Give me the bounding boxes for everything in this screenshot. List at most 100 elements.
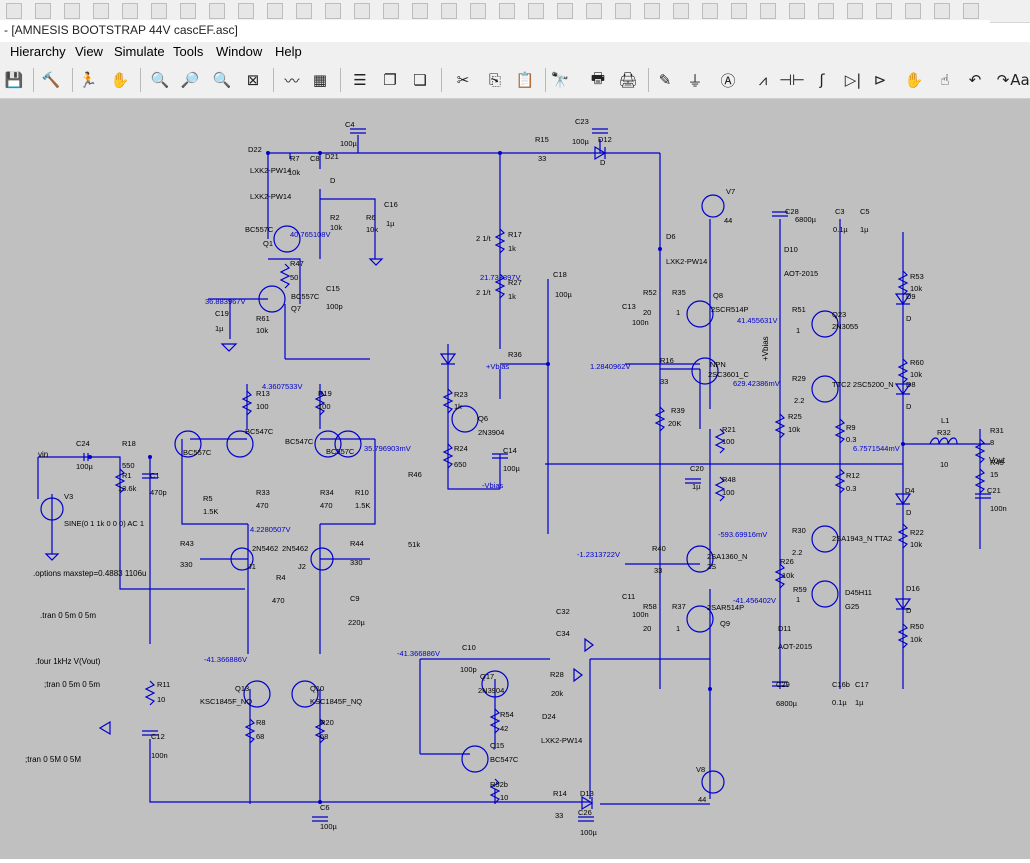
menu-hierarchy[interactable]: Hierarchy: [10, 44, 66, 59]
background-toolbar-button: [354, 3, 370, 19]
schematic-canvas[interactable]: C4 100µ R15 33 C23 100µ D12 D D22 LXK2-P…: [0, 99, 1030, 859]
label-q3: BC557C: [183, 448, 212, 457]
background-toolbar-button: [151, 3, 167, 19]
save-icon[interactable]: 💾: [4, 71, 24, 89]
label-r47-val: 50: [290, 273, 298, 282]
label-q9: Q9: [720, 619, 730, 628]
zoom-in-icon[interactable]: 🔍: [150, 71, 170, 89]
menu-help[interactable]: Help: [275, 44, 302, 59]
background-toolbar-button: [615, 3, 631, 19]
label-r48: R48: [722, 475, 736, 484]
label-c34: C34: [556, 629, 570, 638]
wire-icon[interactable]: ✎: [658, 71, 672, 89]
background-toolbar-button: [586, 3, 602, 19]
label-c13-val: 100n: [632, 318, 649, 327]
ground-icon[interactable]: ⏚: [687, 71, 703, 90]
label-q17-model: 2N3904: [478, 686, 504, 695]
background-toolbar-button: [934, 3, 950, 19]
label-r12: R12: [846, 471, 860, 480]
label-c16b-val: 0.1µ: [832, 698, 847, 707]
cascade-icon[interactable]: ❐: [383, 71, 397, 89]
undo-icon[interactable]: ↶: [968, 71, 982, 89]
waveform-grid-icon[interactable]: ▦: [312, 71, 328, 89]
label-r2-val: 10k: [330, 223, 342, 232]
label-r48-val: 100: [722, 488, 735, 497]
copy-icon[interactable]: ⎘: [488, 71, 501, 89]
label-q7-model: BC557C: [291, 292, 320, 301]
label-q1-model: BC557C: [245, 225, 274, 234]
halt-icon[interactable]: ✋: [110, 71, 130, 89]
label-r33: R33: [256, 488, 270, 497]
tile-horizontal-icon[interactable]: ☰: [353, 71, 367, 89]
net-labels: vin Vout +Vbias: [38, 336, 1006, 465]
label-c8: C8: [310, 154, 320, 163]
label-c6: C6: [320, 803, 330, 812]
print-setup-icon[interactable]: 🖨: [618, 71, 638, 89]
label-r18-val: 550: [122, 461, 135, 470]
menu-tools[interactable]: Tools: [173, 44, 204, 59]
label-q6-model: 2N3904: [478, 428, 504, 437]
label-r45-val: 15: [990, 470, 998, 479]
toolbar-separator: [340, 68, 341, 92]
voltage-n4: 1.2840962V: [590, 362, 630, 371]
label-c5-val: 1µ: [860, 225, 869, 234]
drag-icon[interactable]: ☝: [940, 71, 950, 89]
move-icon[interactable]: ✋: [904, 71, 924, 89]
text-icon[interactable]: Aa: [1010, 71, 1030, 89]
component-icon[interactable]: ⊳: [873, 71, 887, 89]
waveform-icon[interactable]: 〰: [284, 71, 300, 90]
menu-view[interactable]: View: [75, 44, 103, 59]
voltage-n6: 629.42386mV: [733, 379, 780, 388]
voltage-n5: 41.455631V: [737, 316, 777, 325]
run-icon[interactable]: 🏃: [78, 71, 98, 89]
node-voltages: 40.765108V 36.883967V 21.733397V 1.28409…: [204, 230, 900, 664]
voltage-n16: +Vbias: [486, 362, 509, 371]
directive-options: .options maxstep=0.4883 1106u: [33, 569, 147, 578]
label-r31-val: 8: [990, 438, 994, 447]
background-toolbar-button: [35, 3, 51, 19]
label-r25-val: 10k: [788, 425, 800, 434]
diode-icon[interactable]: ▷|: [844, 71, 862, 89]
label-npn-model: 2SC3601_C: [708, 370, 749, 379]
label-c29: C29: [776, 680, 790, 689]
label-c12-val: 100n: [151, 751, 168, 760]
paste-icon[interactable]: 📋: [515, 71, 535, 89]
label-r61-val: 10k: [256, 326, 268, 335]
menu-window[interactable]: Window: [216, 44, 263, 59]
background-toolbar-button: [818, 3, 834, 19]
label-d10-val: AOT-2015: [784, 269, 818, 278]
toolbar-separator: [441, 68, 442, 92]
label-net-icon[interactable]: Ⓐ: [720, 71, 736, 90]
background-toolbar-button: [93, 3, 109, 19]
background-toolbar-button: [557, 3, 573, 19]
label-r28-val: 20k: [551, 689, 563, 698]
label-q1: Q1: [263, 239, 273, 248]
print-icon[interactable]: 🖶: [590, 68, 606, 87]
pan-icon[interactable]: 🔎: [180, 71, 200, 89]
label-r25: R25: [788, 412, 802, 421]
zoom-out-icon[interactable]: 🔍: [212, 71, 232, 89]
control-panel-icon[interactable]: 🔨: [41, 71, 61, 89]
background-toolbar-button: [383, 3, 399, 19]
label-r5-val: 1.5K: [203, 507, 218, 516]
find-icon[interactable]: 🔭: [550, 71, 570, 89]
label-q2-pwr: TTC2 2SC5200_N: [832, 380, 894, 389]
label-r14-val: 33: [555, 811, 563, 820]
background-toolbar-button: [905, 3, 921, 19]
zoom-fit-icon[interactable]: ⊠: [246, 71, 260, 89]
cut-icon[interactable]: ✂: [456, 71, 470, 89]
label-d11: D11: [778, 624, 791, 633]
label-v8: V8: [696, 765, 705, 774]
label-r9-val: 0.3: [846, 435, 856, 444]
menu-simulate[interactable]: Simulate: [114, 44, 165, 59]
tile-vertical-icon[interactable]: ❏: [413, 71, 427, 89]
label-r43: R43: [180, 539, 194, 548]
resistor-icon[interactable]: ⩘: [758, 71, 768, 89]
inductor-icon[interactable]: ʃ: [819, 71, 825, 89]
capacitor-icon[interactable]: ⊣⊢: [778, 71, 806, 89]
redo-icon[interactable]: ↷: [996, 71, 1010, 89]
directive-four: .four 1kHz V(Vout): [35, 657, 101, 666]
window-titlebar[interactable]: - [AMNESIS BOOTSTRAP 44V cascEF.asc]: [0, 20, 990, 43]
label-r22: R22: [910, 528, 924, 537]
schematic-svg[interactable]: C4 100µ R15 33 C23 100µ D12 D D22 LXK2-P…: [0, 99, 1030, 859]
